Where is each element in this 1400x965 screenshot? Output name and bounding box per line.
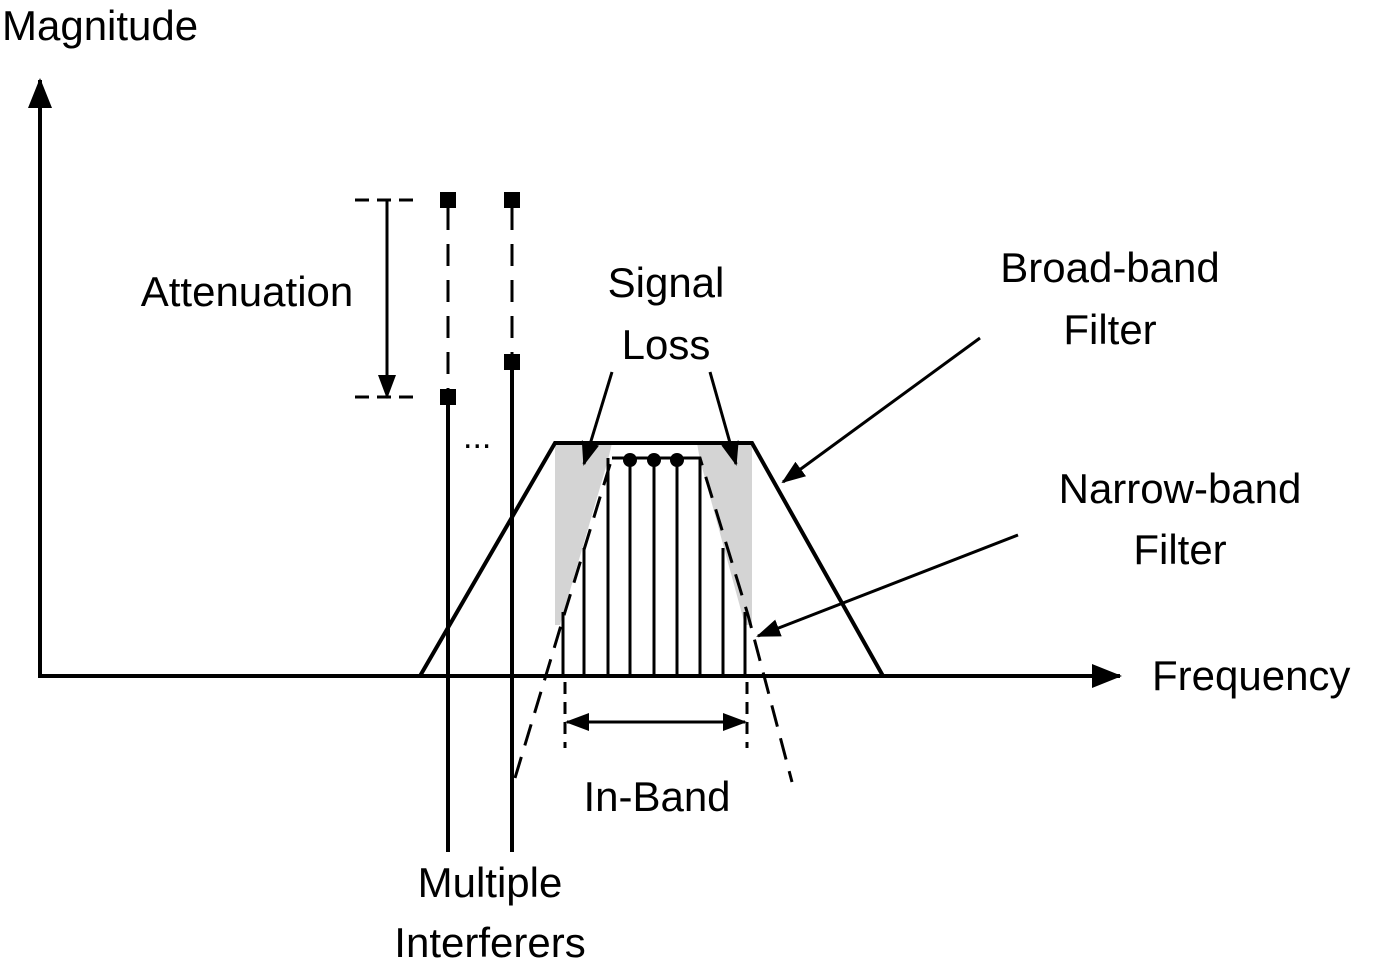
broad-band-label-line1: Broad-band: [1000, 244, 1220, 291]
signal-dot: [647, 453, 661, 467]
ellipsis: ...: [463, 418, 491, 456]
interferers-label-line1: Multiple: [418, 859, 563, 906]
y-axis-label: Magnitude: [2, 2, 198, 49]
signal-loss-label-line1: Signal: [608, 259, 725, 306]
signal-loss-label-line2: Loss: [622, 321, 711, 368]
interferer-1: [440, 192, 456, 852]
interferer-2: [504, 192, 520, 852]
in-band-label: In-Band: [583, 773, 730, 820]
broad-band-label-line2: Filter: [1063, 306, 1156, 353]
signal-dot: [670, 453, 684, 467]
signal-stems: [561, 456, 747, 676]
signal-loss-arrow-left: [581, 371, 614, 466]
interferers-label-line2: Interferers: [394, 919, 585, 965]
narrow-band-label-line2: Filter: [1133, 526, 1226, 573]
narrow-band-label-line1: Narrow-band: [1059, 465, 1302, 512]
attenuation-label: Attenuation: [141, 268, 354, 315]
narrow-band-arrow: [756, 533, 1019, 638]
signal-loss-shade-left: [555, 443, 612, 625]
x-axis-label: Frequency: [1152, 652, 1350, 699]
broad-band-filter-curve: [418, 441, 885, 678]
broad-band-arrow: [781, 336, 981, 484]
signal-dot: [623, 453, 637, 467]
signal-loss-arrow-right: [708, 371, 739, 466]
